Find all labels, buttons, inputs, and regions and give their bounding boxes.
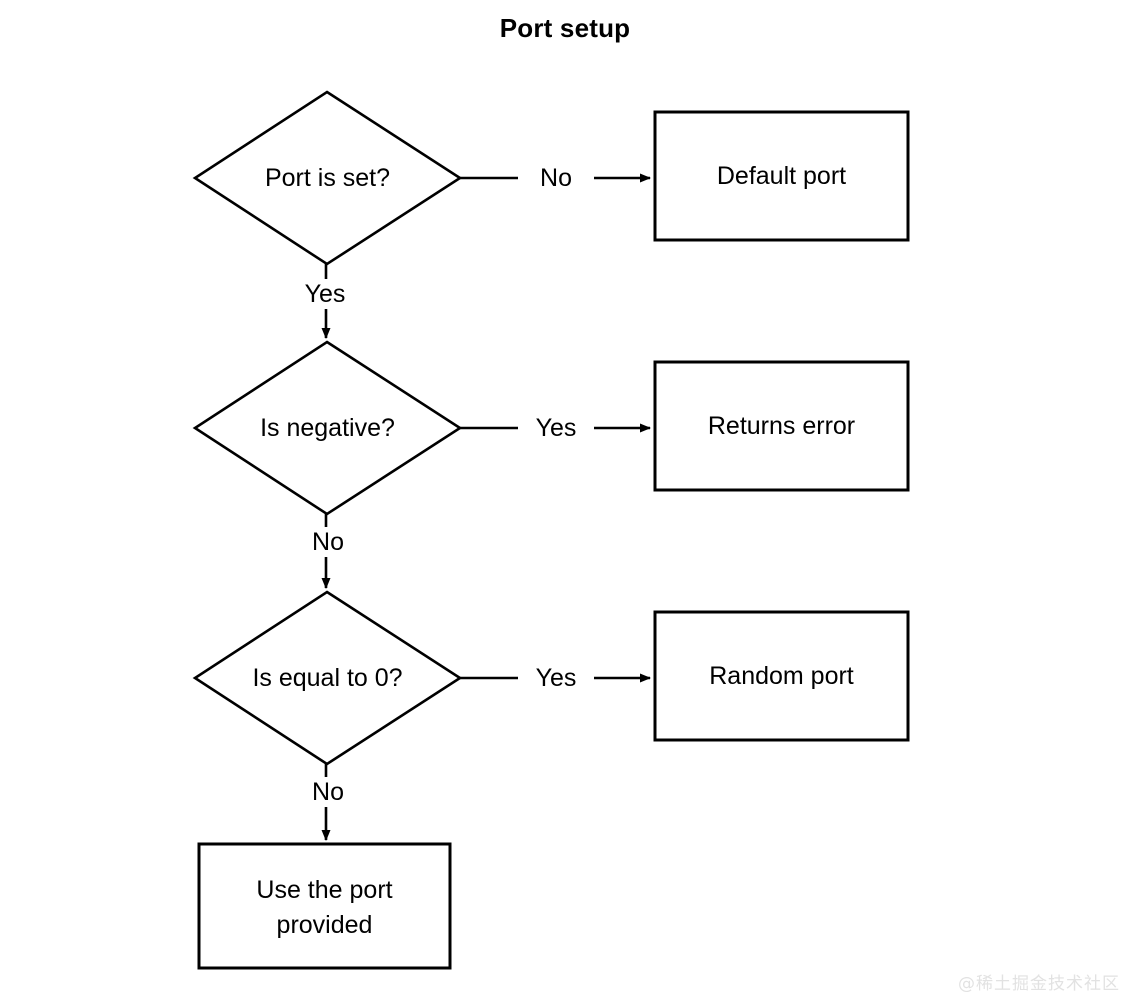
- edge-label-zero-no: No: [290, 777, 366, 807]
- node-default-port-shape[interactable]: [653, 110, 910, 242]
- edge-label-set-yes: Yes: [287, 279, 363, 309]
- node-port-is-set-shape[interactable]: [192, 90, 463, 266]
- watermark: @稀土掘金技术社区: [958, 974, 1120, 994]
- node-use-the-port-provided-shape[interactable]: [197, 842, 452, 970]
- node-random-port-shape[interactable]: [653, 610, 910, 742]
- edge-label-zero-yes: Yes: [518, 663, 594, 693]
- node-returns-error-shape[interactable]: [653, 360, 910, 492]
- edge-label-negative-yes: Yes: [518, 413, 594, 443]
- page-title: Port setup: [499, 13, 631, 43]
- edge-label-negative-no: No: [290, 527, 366, 557]
- edge-label-set-no: No: [518, 163, 594, 193]
- node-is-equal-to-zero-shape[interactable]: [192, 590, 463, 766]
- node-is-negative-shape[interactable]: [192, 340, 463, 516]
